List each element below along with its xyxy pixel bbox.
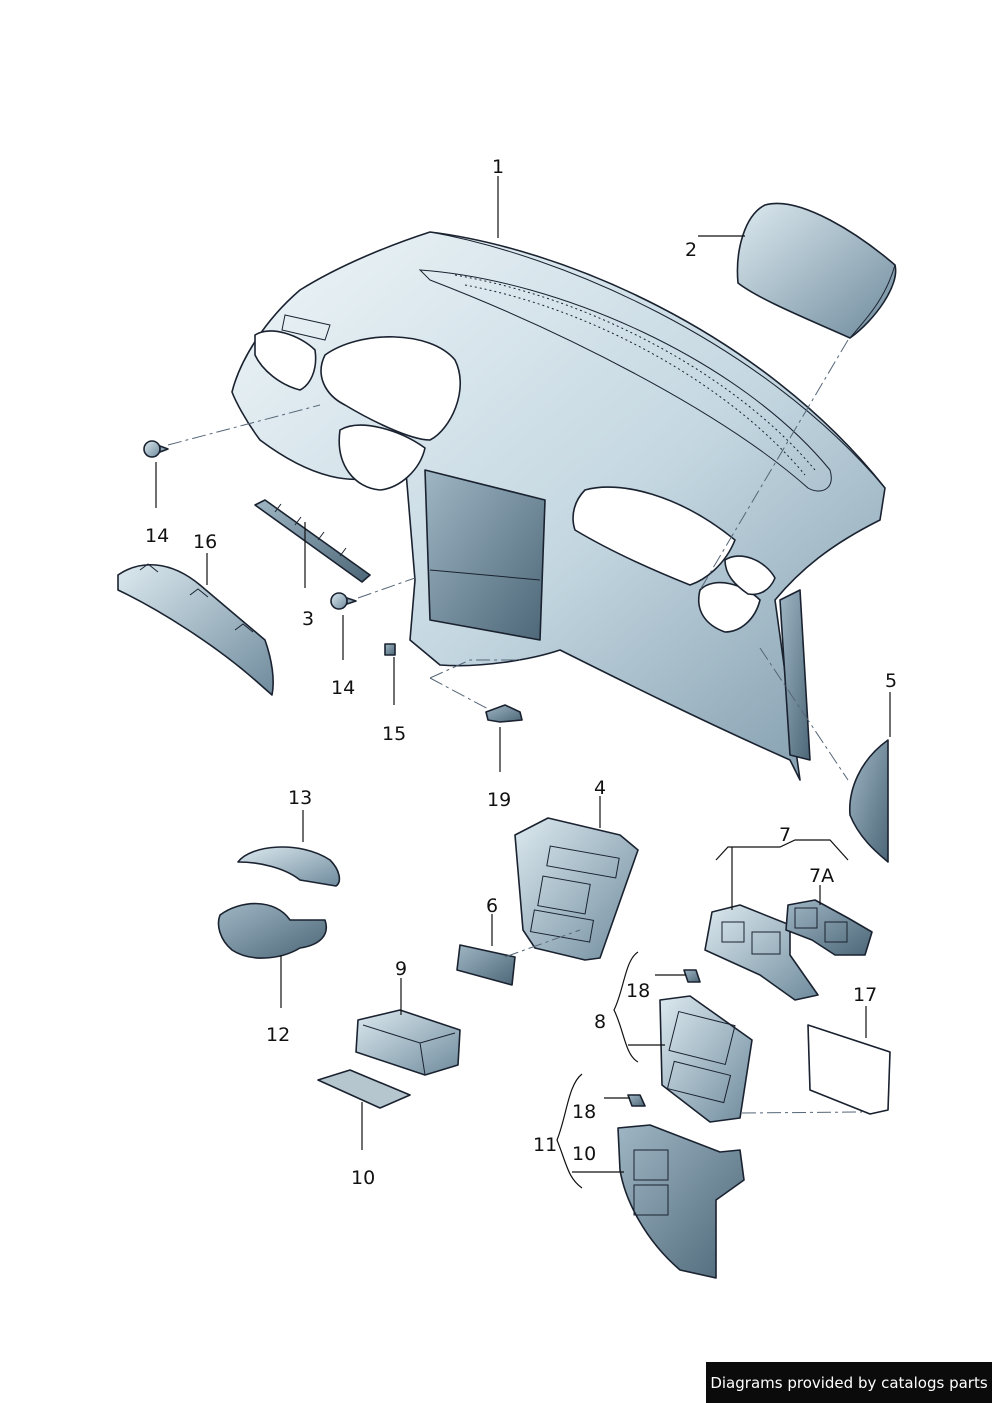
dashboard-panel-part bbox=[231, 231, 886, 781]
callout-7: 7 bbox=[779, 824, 791, 846]
trim-strip-part bbox=[254, 499, 371, 583]
callout-5: 5 bbox=[885, 670, 897, 692]
callout-19: 19 bbox=[487, 789, 511, 811]
assembly-lines bbox=[167, 339, 863, 1114]
airbag-cover-part bbox=[736, 202, 897, 339]
vent-unit-part bbox=[785, 899, 873, 956]
callout-18-lower: 18 bbox=[572, 1101, 596, 1123]
callout-16: 16 bbox=[193, 531, 217, 553]
callout-18-upper: 18 bbox=[626, 980, 650, 1002]
credit-badge: Diagrams provided by catalogs parts bbox=[706, 1362, 992, 1403]
callout-7a: 7A bbox=[809, 865, 834, 887]
small-clip-part-lower bbox=[627, 1094, 646, 1107]
callout-10-right: 10 bbox=[572, 1143, 596, 1165]
column-cover-lower-part bbox=[217, 902, 327, 959]
display-cover-part bbox=[456, 944, 516, 986]
callout-labels: 1 2 14 16 3 14 15 19 5 4 13 7 7A 6 9 18 … bbox=[145, 156, 897, 1189]
nut-part bbox=[384, 643, 396, 656]
callout-14-upper: 14 bbox=[145, 525, 169, 547]
callout-4: 4 bbox=[594, 777, 606, 799]
side-end-cap-part bbox=[849, 739, 889, 863]
callout-9: 9 bbox=[395, 958, 407, 980]
tray-mat-part bbox=[317, 1069, 411, 1109]
callout-3: 3 bbox=[302, 608, 314, 630]
leader-lines bbox=[155, 176, 891, 1189]
bracket-part bbox=[485, 704, 523, 723]
radio-bezel-part bbox=[659, 995, 753, 1123]
callout-14-lower: 14 bbox=[331, 677, 355, 699]
callout-6: 6 bbox=[486, 895, 498, 917]
callout-1: 1 bbox=[492, 156, 504, 178]
callout-17: 17 bbox=[853, 984, 877, 1006]
clip-part-lower bbox=[330, 592, 357, 610]
callout-11: 11 bbox=[533, 1134, 557, 1156]
callout-15: 15 bbox=[382, 723, 406, 745]
small-clip-part-upper bbox=[683, 969, 701, 983]
mounting-frame-part bbox=[807, 1024, 891, 1115]
center-console-panel-part bbox=[514, 817, 639, 961]
callout-10-left: 10 bbox=[351, 1167, 375, 1189]
lower-console-trim-part bbox=[617, 1124, 745, 1279]
storage-tray-part bbox=[355, 1009, 461, 1076]
clip-part-upper bbox=[143, 440, 169, 458]
knee-panel-part bbox=[117, 563, 274, 696]
callout-13: 13 bbox=[288, 787, 312, 809]
column-cover-upper-part bbox=[237, 846, 341, 887]
callout-2: 2 bbox=[685, 239, 697, 261]
callout-12: 12 bbox=[266, 1024, 290, 1046]
callout-8: 8 bbox=[594, 1011, 606, 1033]
